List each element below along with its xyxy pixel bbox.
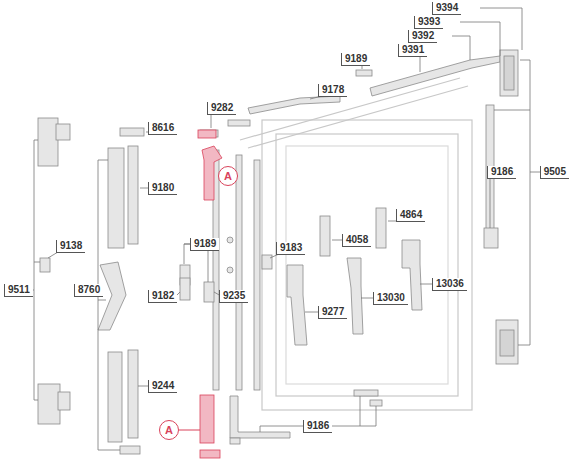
left-hinge-bottom [38, 384, 60, 424]
highlight-part-bottom [200, 395, 214, 443]
leader-line [452, 36, 470, 60]
handle-13030 [347, 258, 363, 334]
leader-line [480, 8, 522, 50]
window-frame [262, 120, 472, 410]
part-number: 9189 [341, 53, 370, 66]
bracket-line [34, 262, 40, 263]
window-sash [276, 134, 458, 396]
part-number: 9180 [148, 182, 177, 195]
leader-line [332, 240, 342, 241]
bracket-line [494, 110, 530, 111]
leader-line [420, 56, 421, 72]
part-number: 9393 [414, 16, 443, 29]
leader-line [78, 160, 108, 290]
callout-pointer [179, 430, 200, 431]
gear-upper [108, 148, 124, 248]
bracket-line [518, 172, 530, 345]
part-number: 13030 [373, 292, 408, 305]
part-number: 9186 [303, 420, 332, 433]
leader-line [138, 386, 148, 387]
part-number: 9183 [276, 242, 305, 255]
handle-plate [320, 216, 330, 256]
part-number: 9394 [432, 2, 461, 15]
part-number: 9511 [4, 284, 33, 297]
part-number: 8616 [148, 122, 177, 135]
part-number: 9186 [487, 166, 516, 179]
bracket-line [98, 290, 120, 450]
corner-drive [248, 96, 340, 114]
part-number: 9391 [398, 44, 427, 57]
part-number: 9392 [408, 30, 437, 43]
bracket-line [98, 300, 106, 301]
part-number: 9282 [207, 102, 236, 115]
part-number: 4058 [342, 234, 371, 247]
leader-line [211, 114, 212, 128]
leader-line [260, 426, 300, 432]
callout-circle: A [218, 166, 238, 186]
gear-lower [108, 352, 122, 442]
part-number: 9244 [148, 380, 177, 393]
hinge-bottom [496, 320, 518, 364]
leader-line [490, 178, 491, 228]
leader-line [140, 188, 148, 189]
callout-letter: A [224, 171, 232, 182]
hinge-top [500, 50, 518, 96]
left-hinge-top [38, 118, 58, 166]
part-number: 9182 [148, 290, 177, 303]
handle-9277 [287, 265, 307, 345]
part-number: 9277 [318, 306, 347, 319]
bracket-line [360, 406, 376, 426]
leader-line [460, 22, 500, 56]
leader-line [520, 60, 540, 172]
callout-letter: A [165, 425, 173, 436]
bracket-line [34, 290, 38, 400]
part-number: 9505 [540, 166, 569, 179]
part-number: 9235 [219, 290, 248, 303]
part-number: 9189 [190, 238, 219, 251]
part-number: 8760 [74, 284, 103, 297]
part-number: 9178 [318, 84, 347, 97]
keeper [180, 278, 190, 300]
leader-line [32, 140, 38, 290]
stay-arm [370, 56, 500, 96]
callout-circle: A [159, 420, 179, 440]
part-number: 9138 [56, 240, 85, 253]
part-number: 4864 [396, 209, 425, 222]
part-number: 13036 [432, 278, 467, 291]
